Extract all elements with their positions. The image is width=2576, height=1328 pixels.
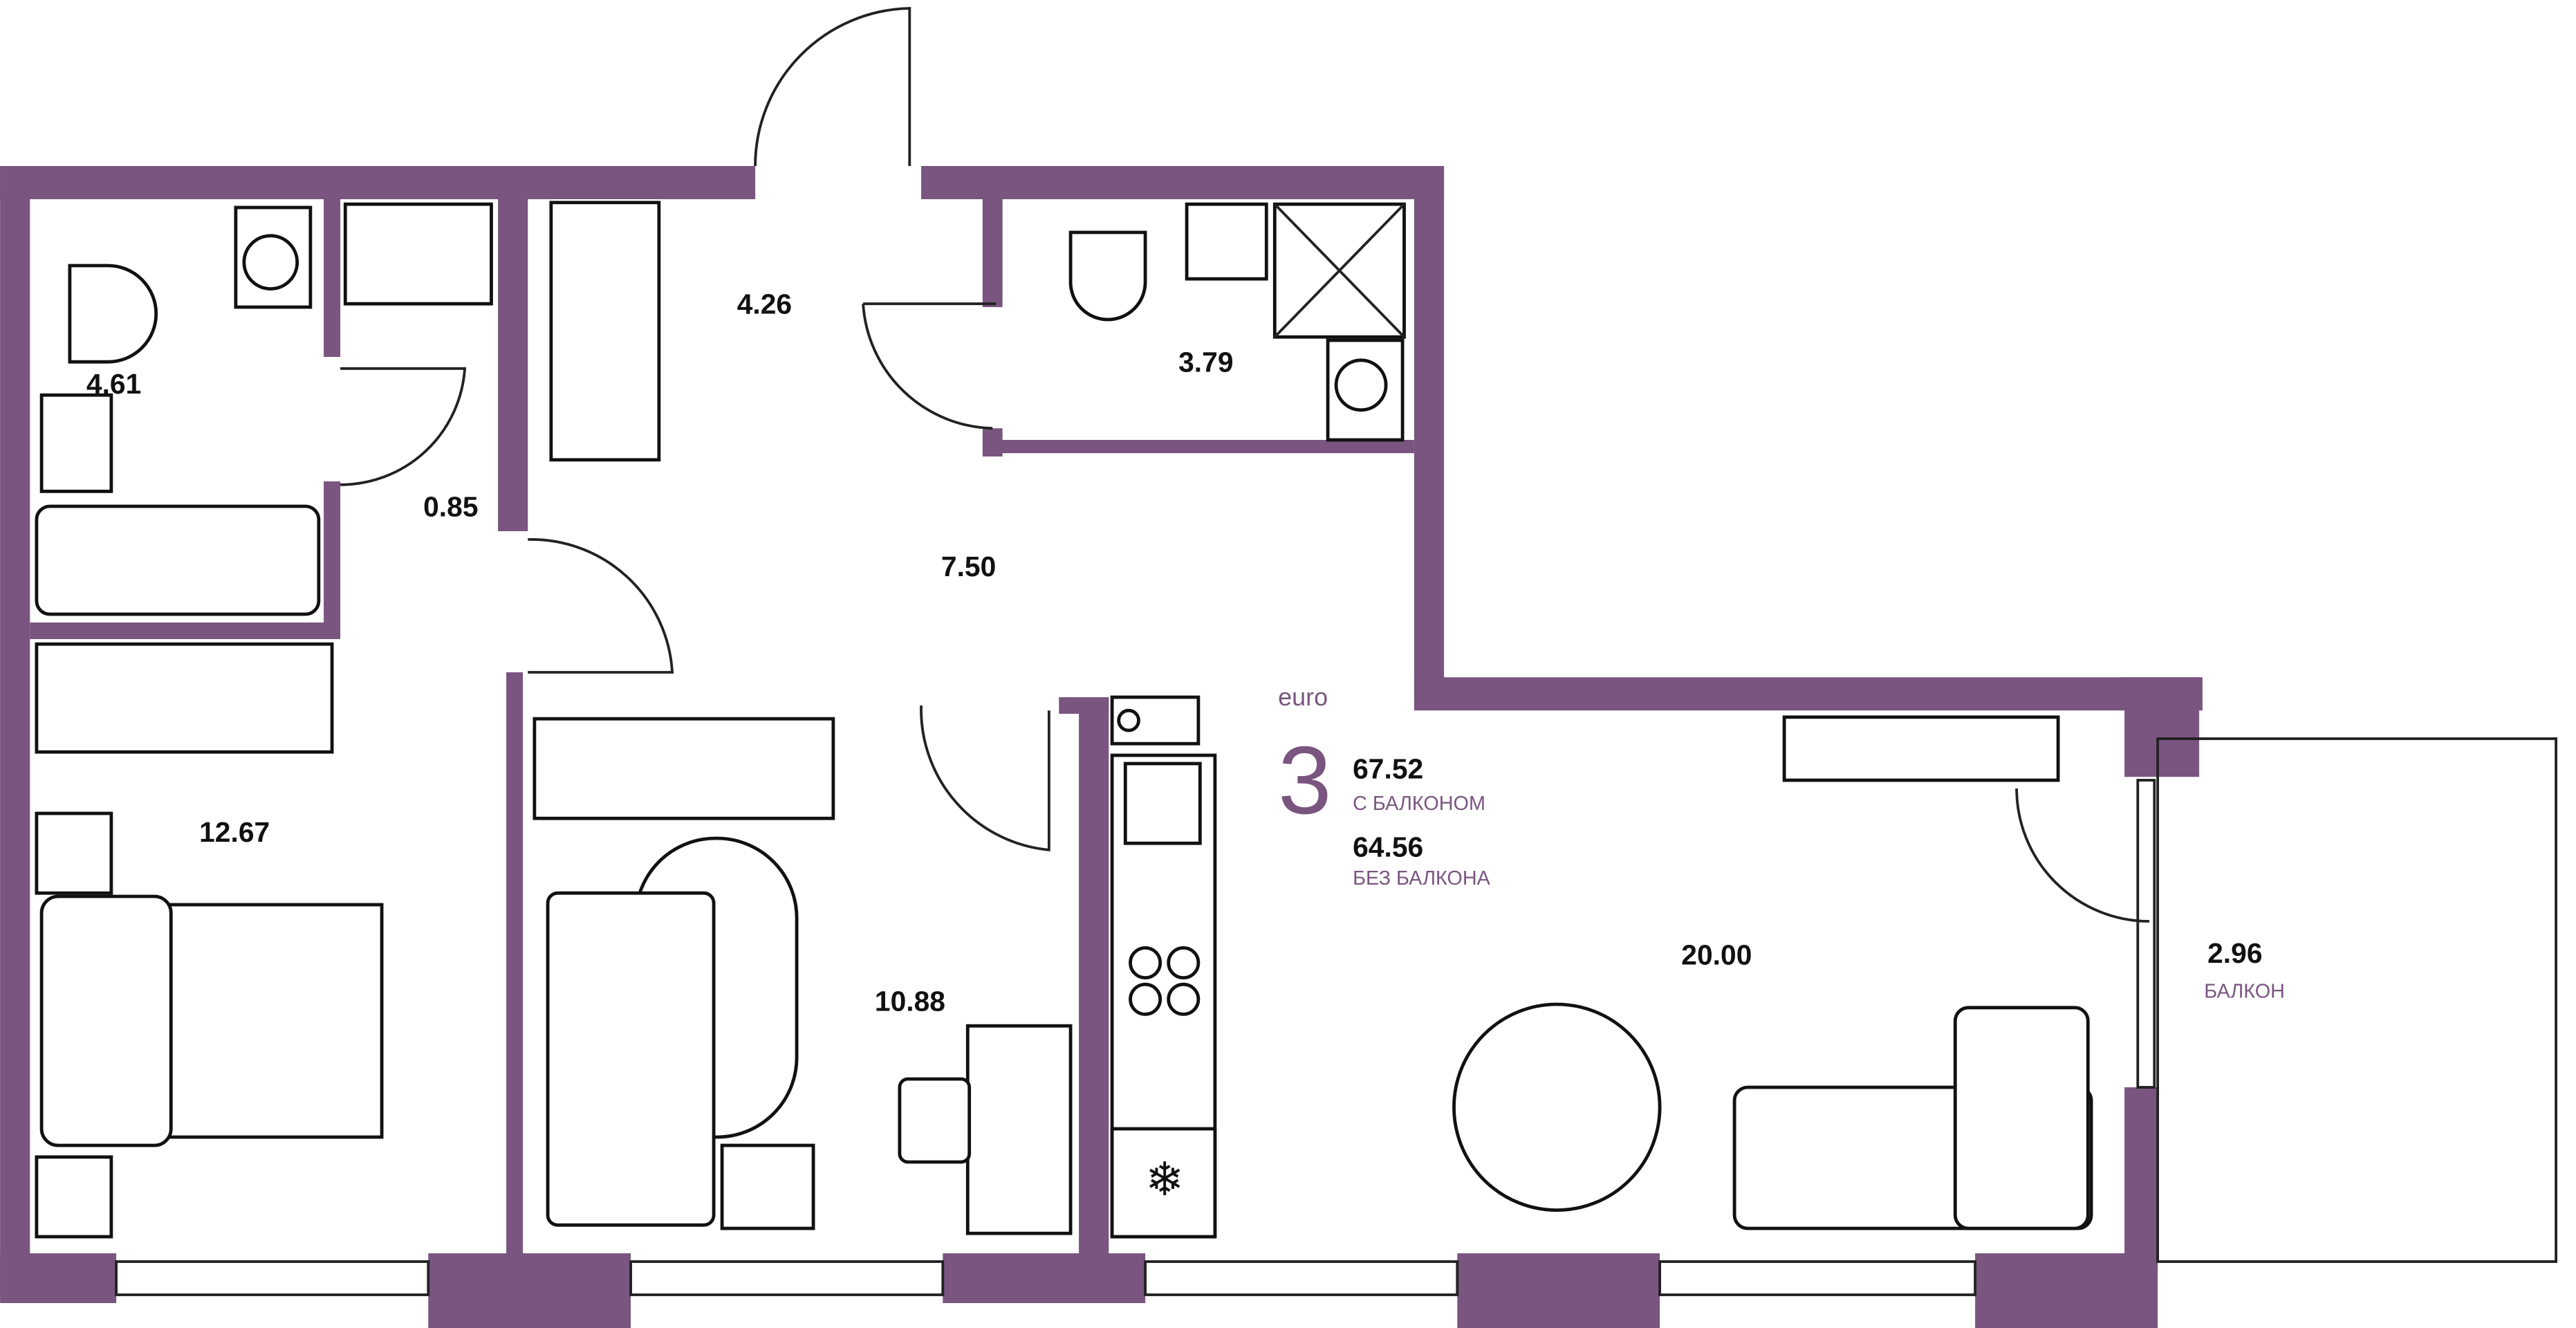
wardrobe bbox=[532, 717, 835, 820]
wardrobe bbox=[343, 202, 493, 306]
apartment-class: euro bbox=[1278, 683, 1328, 711]
room-areas: 4.61 0.85 4.26 3.79 7.50 12.67 10.88 20.… bbox=[86, 288, 2285, 1017]
tv-stand bbox=[1782, 715, 2060, 782]
nightstand bbox=[35, 1155, 113, 1239]
apartment-summary: euro 3 67.52 С БАЛКОНОМ 64.56 БЕЗ БАЛКОН… bbox=[1278, 683, 1491, 889]
area-bathroom-2: 3.79 bbox=[1178, 347, 1233, 378]
sink bbox=[39, 393, 113, 493]
desk bbox=[965, 1024, 1073, 1235]
area-closet: 0.85 bbox=[423, 490, 478, 522]
chair bbox=[898, 1077, 972, 1164]
balcony-label: БАЛКОН bbox=[2204, 980, 2285, 1002]
without-balcony-label: БЕЗ БАЛКОНА bbox=[1353, 867, 1491, 889]
area-hall: 7.50 bbox=[941, 551, 996, 582]
area-balcony: 2.96 bbox=[2207, 937, 2262, 969]
walls bbox=[0, 166, 2203, 1328]
bathtub bbox=[35, 504, 321, 616]
wardrobe bbox=[35, 642, 334, 754]
area-bedroom-1: 12.67 bbox=[199, 816, 270, 848]
windows bbox=[115, 737, 2558, 1296]
with-balcony-label: С БАЛКОНОМ bbox=[1353, 793, 1485, 815]
wardrobe bbox=[549, 201, 661, 462]
dining-table bbox=[1452, 1002, 1662, 1212]
room-count: 3 bbox=[1278, 727, 1331, 834]
area-bathroom-1: 4.61 bbox=[86, 368, 141, 400]
sofa-bed bbox=[546, 891, 716, 1227]
area-with-balcony: 67.52 bbox=[1353, 753, 1423, 785]
sink bbox=[1185, 202, 1268, 281]
stool bbox=[720, 1143, 815, 1230]
area-without-balcony: 64.56 bbox=[1353, 831, 1423, 863]
nightstand bbox=[35, 811, 113, 895]
area-living-kitchen: 20.00 bbox=[1681, 939, 1752, 970]
toilet bbox=[1068, 230, 1147, 322]
doors bbox=[340, 7, 2150, 923]
snowflake-icon: ❄ bbox=[1145, 1154, 1184, 1206]
toilet bbox=[68, 264, 158, 364]
area-entrance: 4.26 bbox=[737, 288, 792, 320]
furniture: ❄ bbox=[35, 201, 2093, 1239]
area-bedroom-2: 10.88 bbox=[875, 986, 945, 1017]
